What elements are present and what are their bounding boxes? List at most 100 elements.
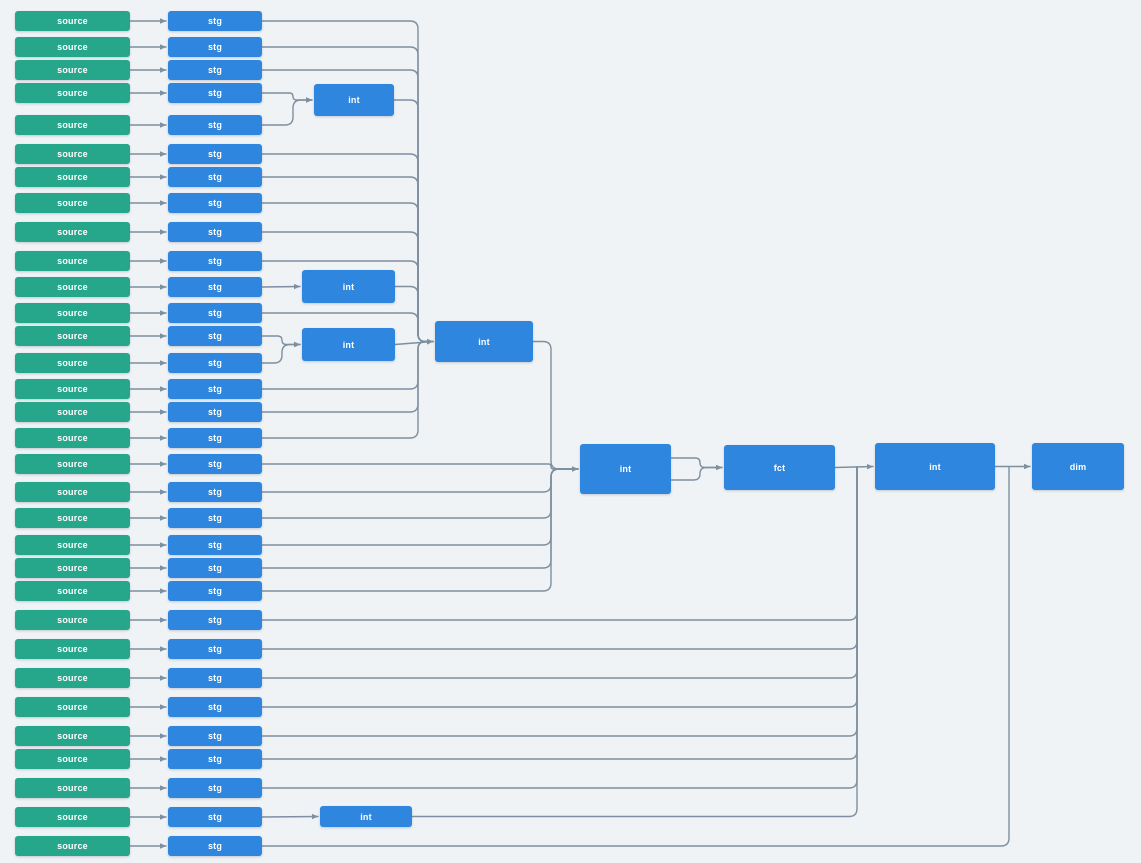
node-source-src17[interactable]: source xyxy=(15,428,130,448)
node-stg-stg29[interactable]: stg xyxy=(168,749,262,769)
node-stg-stg27[interactable]: stg xyxy=(168,697,262,717)
node-label: stg xyxy=(207,120,223,130)
node-stg-stg10[interactable]: stg xyxy=(168,251,262,271)
node-source-src27[interactable]: source xyxy=(15,697,130,717)
node-source-src24[interactable]: source xyxy=(15,610,130,630)
node-source-src26[interactable]: source xyxy=(15,668,130,688)
node-stg-stg13[interactable]: stg xyxy=(168,326,262,346)
node-stg-stg19[interactable]: stg xyxy=(168,482,262,502)
node-stg-stg24[interactable]: stg xyxy=(168,610,262,630)
node-source-src14[interactable]: source xyxy=(15,353,130,373)
node-stg-stg32[interactable]: stg xyxy=(168,836,262,856)
node-stg-stg31[interactable]: stg xyxy=(168,807,262,827)
node-stg-stg6[interactable]: stg xyxy=(168,144,262,164)
node-dim-dim1[interactable]: dim xyxy=(1032,443,1124,490)
node-label: stg xyxy=(207,308,223,318)
edge-int5-fct1-1 xyxy=(670,466,723,481)
node-stg-stg8[interactable]: stg xyxy=(168,193,262,213)
node-source-src7[interactable]: source xyxy=(15,167,130,187)
node-stg-stg18[interactable]: stg xyxy=(168,454,262,474)
node-stg-stg15[interactable]: stg xyxy=(168,379,262,399)
node-source-src29[interactable]: source xyxy=(15,749,130,769)
node-label: int xyxy=(929,461,941,472)
node-source-src32[interactable]: source xyxy=(15,836,130,856)
node-source-src5[interactable]: source xyxy=(15,115,130,135)
node-int-int7[interactable]: int xyxy=(320,806,412,827)
node-source-src4[interactable]: source xyxy=(15,83,130,103)
node-stg-stg2[interactable]: stg xyxy=(168,37,262,57)
edge-stg22-int5 xyxy=(261,468,579,569)
node-int-int1[interactable]: int xyxy=(314,84,394,116)
node-source-src15[interactable]: source xyxy=(15,379,130,399)
edge-int1-int4 xyxy=(393,99,434,343)
node-label: stg xyxy=(207,673,223,683)
node-int-int2[interactable]: int xyxy=(302,270,395,303)
node-stg-stg26[interactable]: stg xyxy=(168,668,262,688)
node-source-src28[interactable]: source xyxy=(15,726,130,746)
node-source-src11[interactable]: source xyxy=(15,277,130,297)
node-label: stg xyxy=(207,149,223,159)
node-stg-stg21[interactable]: stg xyxy=(168,535,262,555)
node-source-src2[interactable]: source xyxy=(15,37,130,57)
node-source-src21[interactable]: source xyxy=(15,535,130,555)
node-stg-stg25[interactable]: stg xyxy=(168,639,262,659)
node-label: source xyxy=(57,731,88,741)
node-label: int xyxy=(348,95,360,105)
node-label: stg xyxy=(207,42,223,52)
node-stg-stg9[interactable]: stg xyxy=(168,222,262,242)
node-stg-stg16[interactable]: stg xyxy=(168,402,262,422)
node-label: source xyxy=(57,783,88,793)
node-label: source xyxy=(57,308,88,318)
node-int-int4[interactable]: int xyxy=(435,321,533,362)
node-int-int3[interactable]: int xyxy=(302,328,395,361)
node-source-src20[interactable]: source xyxy=(15,508,130,528)
node-label: dim xyxy=(1069,461,1087,472)
edge-int3-int4 xyxy=(394,339,434,346)
node-stg-stg11[interactable]: stg xyxy=(168,277,262,297)
node-stg-stg1[interactable]: stg xyxy=(168,11,262,31)
node-source-src30[interactable]: source xyxy=(15,778,130,798)
node-source-src22[interactable]: source xyxy=(15,558,130,578)
node-stg-stg17[interactable]: stg xyxy=(168,428,262,448)
node-source-src9[interactable]: source xyxy=(15,222,130,242)
node-stg-stg3[interactable]: stg xyxy=(168,60,262,80)
node-source-src18[interactable]: source xyxy=(15,454,130,474)
node-stg-stg28[interactable]: stg xyxy=(168,726,262,746)
node-source-src8[interactable]: source xyxy=(15,193,130,213)
node-source-src16[interactable]: source xyxy=(15,402,130,422)
node-stg-stg20[interactable]: stg xyxy=(168,508,262,528)
node-label: source xyxy=(57,433,88,443)
node-label: source xyxy=(57,563,88,573)
node-source-src3[interactable]: source xyxy=(15,60,130,80)
node-int-int5[interactable]: int xyxy=(580,444,671,494)
node-source-src6[interactable]: source xyxy=(15,144,130,164)
node-source-src25[interactable]: source xyxy=(15,639,130,659)
node-label: stg xyxy=(207,513,223,523)
node-stg-stg23[interactable]: stg xyxy=(168,581,262,601)
edge-stg25-int6 xyxy=(261,466,858,650)
node-label: source xyxy=(57,487,88,497)
node-fct-fct1[interactable]: fct xyxy=(724,445,835,490)
node-stg-stg5[interactable]: stg xyxy=(168,115,262,135)
node-source-src12[interactable]: source xyxy=(15,303,130,323)
node-label: source xyxy=(57,172,88,182)
edge-stg4-int1 xyxy=(261,92,313,103)
node-stg-stg12[interactable]: stg xyxy=(168,303,262,323)
node-int-int6[interactable]: int xyxy=(875,443,995,490)
node-source-src31[interactable]: source xyxy=(15,807,130,827)
node-source-src13[interactable]: source xyxy=(15,326,130,346)
node-label: source xyxy=(57,673,88,683)
node-source-src1[interactable]: source xyxy=(15,11,130,31)
node-label: source xyxy=(57,540,88,550)
node-stg-stg22[interactable]: stg xyxy=(168,558,262,578)
node-stg-stg4[interactable]: stg xyxy=(168,83,262,103)
node-stg-stg7[interactable]: stg xyxy=(168,167,262,187)
node-source-src10[interactable]: source xyxy=(15,251,130,271)
node-label: source xyxy=(57,407,88,417)
node-label: stg xyxy=(207,198,223,208)
node-source-src23[interactable]: source xyxy=(15,581,130,601)
node-stg-stg30[interactable]: stg xyxy=(168,778,262,798)
node-source-src19[interactable]: source xyxy=(15,482,130,502)
node-stg-stg14[interactable]: stg xyxy=(168,353,262,373)
